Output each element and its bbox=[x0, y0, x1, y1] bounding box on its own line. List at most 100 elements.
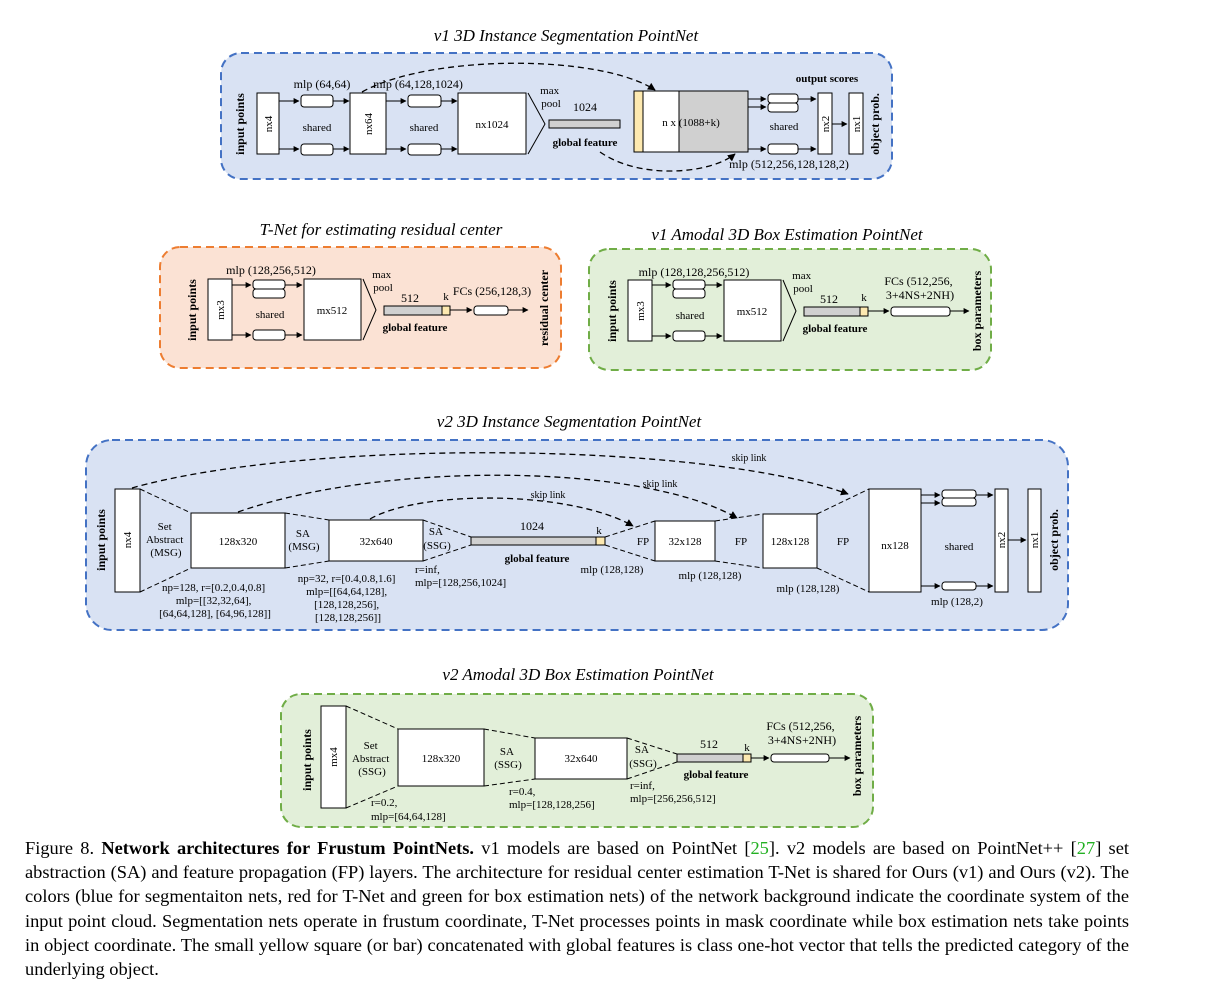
v2-box-sa1-params-line-2: mlp=[64,64,128] bbox=[371, 811, 446, 823]
svg-text:shared: shared bbox=[676, 310, 705, 322]
svg-text:FCs (256,128,3): FCs (256,128,3) bbox=[453, 284, 531, 298]
svg-text:mx512: mx512 bbox=[737, 306, 768, 318]
v2-seg-sa3-params: r=inf, mlp=[128,256,1024] bbox=[415, 564, 506, 589]
svg-text:mlp (128,128,256,512): mlp (128,128,256,512) bbox=[639, 265, 750, 279]
tnet-maxpool: max pool bbox=[372, 269, 394, 294]
svg-text:mlp (512,256,128,128,2): mlp (512,256,128,128,2) bbox=[729, 157, 849, 171]
svg-text:shared: shared bbox=[770, 121, 799, 133]
svg-text:nx2: nx2 bbox=[996, 532, 1008, 549]
caption-ref-27[interactable]: 27 bbox=[1076, 838, 1096, 858]
input-box bbox=[256, 92, 280, 155]
svg-text:nx4: nx4 bbox=[122, 531, 134, 548]
tnet-maxpool-line-2: pool bbox=[373, 282, 393, 294]
v2-seg-sa2-params-line-3: [128,128,256], bbox=[314, 599, 379, 611]
v2-box-sa3-params-line-2: mlp=[256,256,512] bbox=[630, 793, 716, 805]
svg-text:box parameters: box parameters bbox=[850, 716, 864, 797]
v2-seg-sa2-params-line-4: [128,128,256]] bbox=[315, 612, 381, 624]
svg-text:shared: shared bbox=[945, 541, 974, 553]
svg-text:32x640: 32x640 bbox=[360, 536, 394, 548]
v2-box-sa1-line-1: Set bbox=[364, 740, 378, 752]
svg-text:shared: shared bbox=[410, 122, 439, 134]
object-prob-label: object prob. bbox=[868, 93, 882, 155]
svg-text:mx3: mx3 bbox=[635, 301, 647, 321]
svg-text:global feature: global feature bbox=[505, 553, 570, 565]
v1-box-title: v1 Amodal 3D Box Estimation PointNet bbox=[651, 225, 923, 244]
v2-box-sa1-params-line-1: r=0.2, bbox=[371, 797, 398, 809]
svg-text:mlp (128,256,512): mlp (128,256,512) bbox=[226, 263, 316, 277]
output-scores-label: output scores bbox=[796, 73, 859, 85]
svg-text:mlp (128,128): mlp (128,128) bbox=[679, 570, 742, 582]
svg-text:nx1: nx1 bbox=[851, 116, 863, 133]
svg-text:512: 512 bbox=[820, 292, 838, 306]
svg-text:1024: 1024 bbox=[573, 100, 597, 114]
v2-seg-sa1-params-line-2: mlp=[[32,32,64], bbox=[176, 595, 252, 607]
svg-text:128x320: 128x320 bbox=[422, 753, 461, 765]
svg-text:skip link: skip link bbox=[531, 490, 566, 501]
v2-box-sa2-line-1: SA bbox=[500, 746, 514, 758]
svg-text:box parameters: box parameters bbox=[970, 271, 984, 352]
v1-seg-panel: v1 3D Instance Segmentation PointNet inp… bbox=[220, 26, 893, 180]
v2-seg-sa2: SA (MSG) bbox=[288, 528, 320, 553]
svg-text:global feature: global feature bbox=[803, 323, 868, 335]
svg-text:k: k bbox=[596, 525, 602, 537]
mlp1-label: mlp (64,64) bbox=[294, 77, 351, 91]
v2-box-fcs-line-1: FCs (512,256, bbox=[766, 719, 834, 733]
v2-seg-sa1-line-2: Abstract bbox=[146, 534, 183, 546]
v2-box-sa2-line-2: (SSG) bbox=[494, 759, 522, 771]
svg-text:n x (1088+k): n x (1088+k) bbox=[662, 117, 720, 129]
svg-text:32x640: 32x640 bbox=[565, 753, 599, 765]
v1-box-fcs-line-1: FCs (512,256, bbox=[884, 274, 952, 288]
nx1024-box bbox=[457, 92, 527, 155]
v2-seg-sa1-params-line-3: [64,64,128], [64,96,128]] bbox=[159, 608, 271, 620]
svg-text:128x320: 128x320 bbox=[219, 536, 258, 548]
input-box-label: nx4 bbox=[263, 115, 275, 132]
svg-text:128x128: 128x128 bbox=[771, 536, 810, 548]
v2-box-title: v2 Amodal 3D Box Estimation PointNet bbox=[442, 665, 714, 684]
v2-seg-sa1: Set Abstract (MSG) bbox=[146, 521, 186, 559]
svg-text:mx3: mx3 bbox=[215, 300, 227, 320]
svg-text:object prob.: object prob. bbox=[1047, 509, 1061, 571]
svg-text:mx512: mx512 bbox=[317, 305, 348, 317]
svg-text:input points: input points bbox=[605, 280, 619, 342]
caption-fig-label: Figure 8. bbox=[25, 838, 95, 858]
v2-seg-sa3: SA (SSG) bbox=[423, 526, 451, 552]
svg-text:mx4: mx4 bbox=[328, 747, 340, 767]
svg-text:k: k bbox=[861, 292, 867, 304]
global-feature-label: global feature bbox=[553, 137, 618, 149]
v2-box-sa3: SA (SSG) bbox=[629, 744, 657, 770]
svg-text:skip link: skip link bbox=[732, 453, 767, 464]
tnet-maxpool-line-1: max bbox=[372, 269, 391, 281]
v2-seg-sa3-line-1: SA bbox=[429, 526, 443, 538]
input-points-label: input points bbox=[233, 93, 247, 155]
svg-text:input points: input points bbox=[185, 279, 199, 341]
nx64-box bbox=[349, 92, 387, 155]
v2-box-sa3-params-line-1: r=inf, bbox=[630, 780, 655, 792]
caption-ref-25[interactable]: 25 bbox=[750, 838, 769, 858]
svg-text:FP: FP bbox=[735, 536, 747, 548]
svg-text:32x128: 32x128 bbox=[669, 536, 703, 548]
svg-text:512: 512 bbox=[401, 291, 419, 305]
v1-box-maxpool: max pool bbox=[792, 270, 814, 295]
v1-box-panel: v1 Amodal 3D Box Estimation PointNet inp… bbox=[588, 225, 992, 371]
svg-text:nx128: nx128 bbox=[881, 540, 909, 552]
nx1-box bbox=[848, 92, 864, 155]
svg-text:FP: FP bbox=[637, 536, 649, 548]
svg-text:nx2: nx2 bbox=[820, 116, 832, 133]
v1-seg-title: v1 3D Instance Segmentation PointNet bbox=[434, 26, 700, 45]
v1-box-fcs-line-2: 3+4NS+2NH) bbox=[886, 288, 954, 302]
v2-box-sa3-line-1: SA bbox=[635, 744, 649, 756]
v2-box-sa1-line-3: (SSG) bbox=[358, 766, 386, 778]
svg-text:mlp (128,2): mlp (128,2) bbox=[931, 596, 983, 608]
v2-box-sa2-params-line-1: r=0.4, bbox=[509, 786, 536, 798]
svg-text:global feature: global feature bbox=[684, 769, 749, 781]
v2-box-fcs-line-2: 3+4NS+2NH) bbox=[768, 733, 836, 747]
figure-caption: Figure 8. Network architectures for Frus… bbox=[25, 836, 1129, 981]
v2-box-sa2: SA (SSG) bbox=[494, 746, 522, 771]
maxpool-label: max pool bbox=[540, 85, 562, 110]
v2-seg-sa3-line-2: (SSG) bbox=[423, 540, 451, 552]
svg-text:input points: input points bbox=[300, 729, 314, 791]
svg-text:mlp (128,128): mlp (128,128) bbox=[777, 583, 840, 595]
svg-text:shared: shared bbox=[256, 309, 285, 321]
v2-seg-sa1-params: np=128, r=[0.2,0.4,0.8] mlp=[[32,32,64],… bbox=[159, 582, 271, 620]
v2-box-sa3-line-2: (SSG) bbox=[629, 758, 657, 770]
